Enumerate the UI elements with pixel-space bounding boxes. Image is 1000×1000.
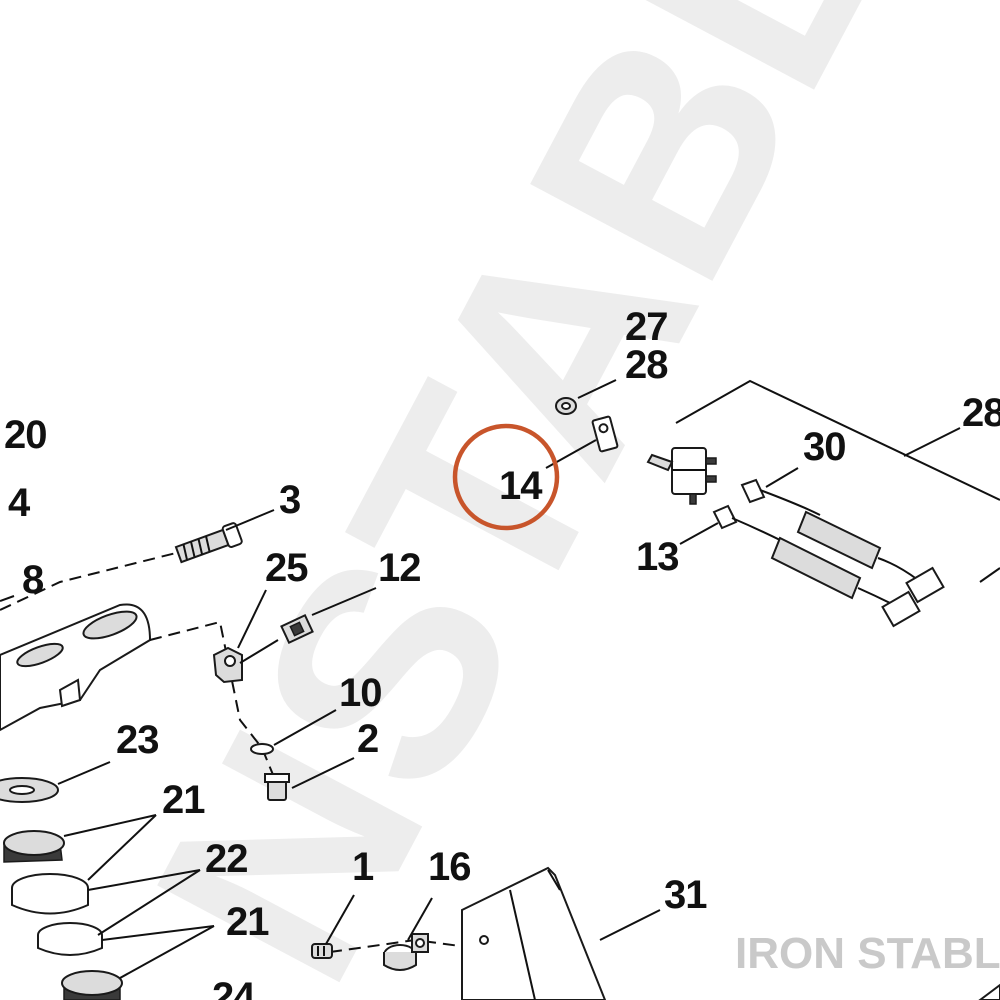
callout-3: 3 bbox=[279, 478, 300, 522]
assembly-bracket bbox=[675, 379, 1000, 583]
highlight-circle bbox=[452, 423, 560, 531]
callout-28-plate: 28 bbox=[625, 343, 668, 387]
callout-21-lower: 21 bbox=[226, 900, 269, 944]
callout-4: 4 bbox=[8, 481, 31, 525]
callout-27: 27 bbox=[625, 305, 668, 349]
callout-25: 25 bbox=[265, 546, 308, 590]
callout-labels: 20 4 8 3 25 12 14 27 28 28 30 13 10 2 23… bbox=[4, 305, 1000, 1000]
centerline-clamp bbox=[329, 938, 461, 953]
nut-part-12 bbox=[280, 614, 314, 644]
toggle-switch-part bbox=[646, 447, 717, 505]
screw-part-1 bbox=[311, 943, 333, 959]
callout-31: 31 bbox=[664, 873, 707, 917]
callout-21-upper: 21 bbox=[162, 778, 205, 822]
callout-16: 16 bbox=[428, 845, 471, 889]
callout-1: 1 bbox=[352, 845, 374, 889]
brand-logo-text: IRON STABLE bbox=[735, 929, 1000, 978]
leader-lines bbox=[0, 379, 961, 979]
callout-28-harness: 28 bbox=[962, 391, 1000, 435]
fork-clamp-part bbox=[0, 603, 152, 732]
callout-30: 30 bbox=[803, 425, 846, 469]
nut-part-27 bbox=[555, 397, 577, 415]
centerline-bracket bbox=[149, 620, 277, 783]
callout-23: 23 bbox=[116, 718, 159, 762]
bolt-part-3 bbox=[174, 522, 243, 564]
plate-part-28 bbox=[591, 415, 619, 453]
screw-part-2 bbox=[264, 773, 290, 801]
callout-24: 24 bbox=[212, 975, 256, 1000]
centerline-left bbox=[0, 551, 181, 611]
washer-part-10 bbox=[250, 743, 274, 755]
housing-part-31 bbox=[461, 866, 1000, 1000]
clamp-part-16 bbox=[383, 933, 429, 971]
bracket-part-25 bbox=[212, 646, 243, 684]
callout-10: 10 bbox=[339, 671, 382, 715]
callout-14[interactable]: 14 bbox=[499, 464, 544, 508]
stem-stack bbox=[0, 777, 123, 1000]
callout-22: 22 bbox=[205, 837, 248, 881]
callout-20: 20 bbox=[4, 413, 47, 457]
wire-harness bbox=[712, 478, 945, 628]
callout-2: 2 bbox=[357, 717, 378, 761]
callout-8: 8 bbox=[22, 558, 44, 602]
callout-12: 12 bbox=[378, 546, 421, 590]
callout-13: 13 bbox=[636, 535, 679, 579]
